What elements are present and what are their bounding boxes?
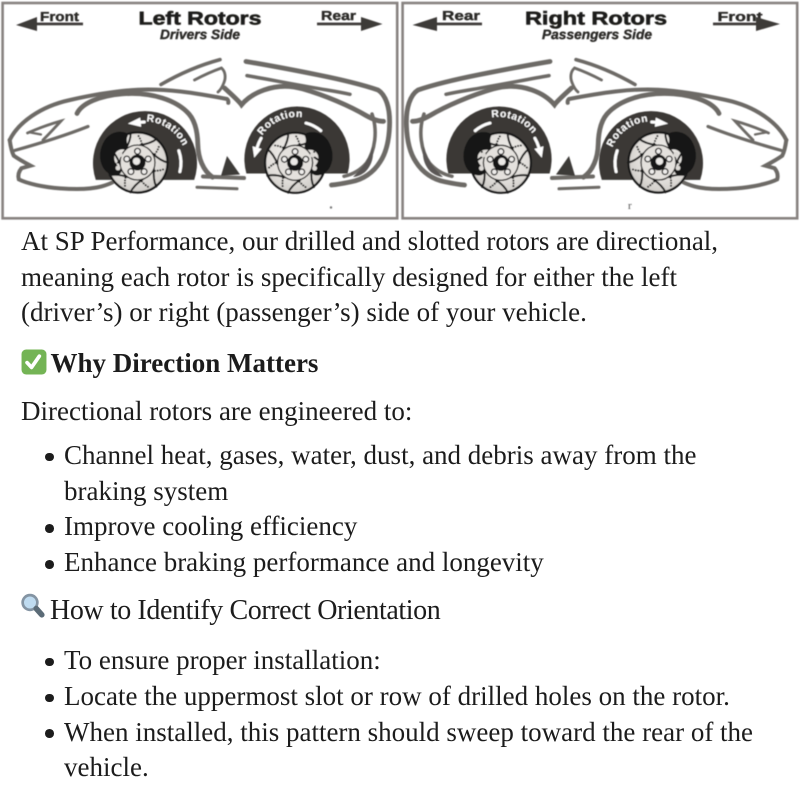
svg-text:Left Rotors: Left Rotors bbox=[139, 8, 262, 29]
svg-text:Drivers Side: Drivers Side bbox=[160, 27, 240, 42]
svg-text:Front: Front bbox=[40, 9, 80, 24]
svg-text:Rear: Rear bbox=[442, 8, 480, 23]
svg-text:Front: Front bbox=[718, 9, 764, 24]
svg-text:r: r bbox=[628, 200, 632, 212]
svg-text:Passengers Side: Passengers Side bbox=[542, 27, 652, 42]
svg-text:Right Rotors: Right Rotors bbox=[525, 8, 667, 29]
svg-text:Rear: Rear bbox=[321, 8, 356, 23]
